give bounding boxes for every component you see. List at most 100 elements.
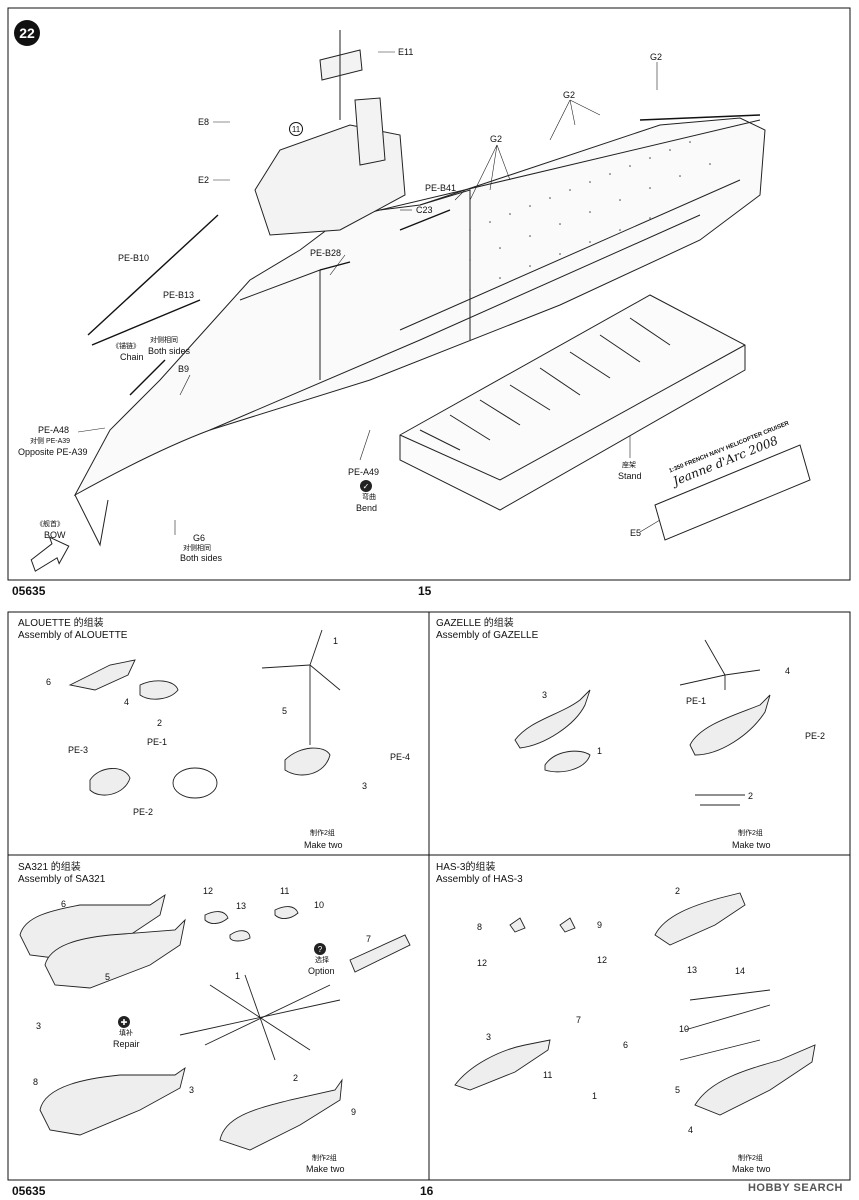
has3-part-13: 13 [687, 965, 698, 975]
label-both-sides-en: Both sides [148, 346, 191, 356]
gazelle-part-2: 2 [748, 791, 754, 801]
sa321-part-10: 10 [314, 900, 325, 910]
alouette-title-en: Assembly of ALOUETTE [18, 630, 128, 641]
has3-part-7: 7 [576, 1015, 582, 1025]
has3-part-3: 3 [486, 1032, 492, 1042]
alouette-part-pe2: PE-2 [133, 807, 154, 817]
alouette-part-1: 1 [333, 636, 339, 646]
gazelle-make-two-cn: 制作2组 [738, 830, 763, 837]
label-bow-en: BOW [44, 530, 66, 540]
sa321-part-3a: 3 [36, 1021, 42, 1031]
sa321-part-7: 7 [366, 934, 372, 944]
has3-part-5: 5 [675, 1085, 681, 1095]
gazelle-part-pe1: PE-1 [686, 696, 707, 706]
product-code-bottom: 05635 [12, 1184, 46, 1198]
label-g6-both-en: Both sides [180, 553, 223, 563]
label-g2-c: G2 [650, 52, 663, 62]
gazelle-drawings [514, 639, 771, 806]
gazelle-title-cn: GAZELLE 的组装 [436, 618, 514, 629]
sa321-part-13: 13 [236, 901, 247, 911]
sa321-part-1: 1 [235, 971, 241, 981]
alouette-part-pe3: PE-3 [68, 745, 89, 755]
bend-icon: ✓ [360, 480, 372, 492]
label-e2: E2 [198, 175, 210, 185]
page-number-top: 15 [418, 584, 432, 598]
alouette-make-two-en: Make two [304, 840, 343, 850]
leader-lines [77, 51, 661, 535]
gazelle-part-3: 3 [542, 690, 548, 700]
gazelle-part-4: 4 [785, 666, 791, 676]
label-g6: G6 [193, 533, 206, 543]
sa321-part-6: 6 [61, 899, 67, 909]
label-g6-both-cn: 对侧相同 [183, 545, 211, 552]
alouette-title-cn: ALOUETTE 的组装 [18, 618, 104, 629]
sa321-option-cn: 选择 [315, 957, 329, 964]
gazelle-part-pe2: PE-2 [805, 731, 826, 741]
label-pe-a48: PE-A48 [38, 425, 70, 435]
page-number-bottom: 16 [420, 1184, 434, 1198]
label-pe-b10: PE-B10 [118, 253, 150, 263]
sa321-part-5: 5 [105, 972, 111, 982]
label-bend-en: Bend [356, 503, 378, 513]
label-stand-en: Stand [618, 471, 642, 481]
gazelle-part-1: 1 [597, 746, 603, 756]
alouette-make-two-cn: 制作2组 [310, 830, 335, 837]
stand-drawing [399, 294, 746, 511]
sa321-part-12: 12 [203, 886, 214, 896]
label-opposite-cn: 对侧 PE-A39 [30, 438, 71, 445]
callout-11-text: 11 [291, 124, 301, 134]
alouette-part-pe4: PE-4 [390, 752, 411, 762]
label-g2-a: G2 [490, 134, 503, 144]
label-e8: E8 [198, 117, 210, 127]
has3-drawings [454, 892, 816, 1116]
product-code-top: 05635 [12, 584, 46, 598]
top-page-frame [7, 7, 851, 581]
flight-deck-dots [469, 141, 711, 291]
sa321-make-two-cn: 制作2组 [312, 1155, 337, 1162]
label-chain-en: Chain [120, 352, 144, 362]
label-pe-b28: PE-B28 [310, 248, 342, 258]
ship-hull-drawing [73, 117, 766, 547]
alouette-part-4: 4 [124, 697, 130, 707]
has3-make-two-en: Make two [732, 1164, 771, 1174]
step-number-badge: 22 [14, 20, 40, 46]
railing-parts [87, 114, 761, 396]
sa321-option-en: Option [308, 966, 335, 976]
label-g2-b: G2 [563, 90, 576, 100]
gazelle-make-two-en: Make two [732, 840, 771, 850]
gazelle-title-en: Assembly of GAZELLE [436, 630, 539, 641]
has3-part-8: 8 [477, 922, 483, 932]
callout-11: 11 [289, 122, 303, 136]
label-e11: E11 [398, 47, 414, 57]
sa321-repair-en: Repair [113, 1039, 140, 1049]
label-pe-a49: PE-A49 [348, 467, 380, 477]
label-bow-cn: 《舰首》 [36, 521, 64, 528]
has3-make-two-cn: 制作2组 [738, 1155, 763, 1162]
sa321-title-cn: SA321 的组装 [18, 862, 81, 873]
alouette-drawings [68, 629, 341, 799]
has3-part-10: 10 [679, 1024, 690, 1034]
option-icon: ? [314, 943, 326, 955]
sa321-part-8: 8 [33, 1077, 39, 1087]
sa321-title-en: Assembly of SA321 [18, 874, 106, 885]
label-opposite-en: Opposite PE-A39 [18, 447, 88, 457]
sa321-part-3b: 3 [189, 1085, 195, 1095]
label-b9: B9 [178, 364, 190, 374]
has3-part-1: 1 [592, 1091, 598, 1101]
has3-part-2: 2 [675, 886, 681, 896]
label-pe-b41: PE-B41 [425, 183, 457, 193]
has3-part-4: 4 [688, 1125, 694, 1135]
has3-title-cn: HAS-3的组装 [436, 862, 496, 873]
watermark: HOBBY SEARCH [747, 1182, 843, 1194]
has3-part-11: 11 [543, 1070, 553, 1080]
label-pe-b13: PE-B13 [163, 290, 195, 300]
alouette-part-6: 6 [46, 677, 52, 687]
has3-part-12a: 12 [477, 958, 488, 968]
has3-part-6: 6 [623, 1040, 629, 1050]
alouette-part-3: 3 [362, 781, 368, 791]
alouette-part-pe1: PE-1 [147, 737, 168, 747]
has3-part-14: 14 [735, 966, 746, 976]
has3-part-12b: 12 [597, 955, 608, 965]
